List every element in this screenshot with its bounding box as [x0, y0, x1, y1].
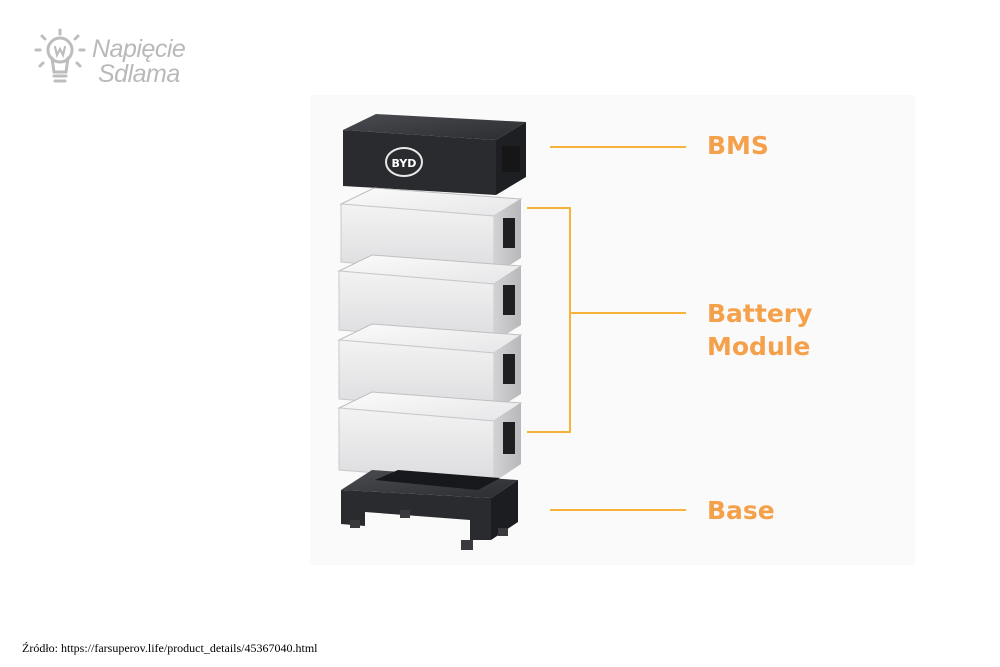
base-unit	[341, 470, 518, 550]
site-logo: Napięcie Sdlama	[30, 28, 210, 92]
battery-module-4	[337, 391, 523, 483]
battery-bracket	[527, 207, 686, 433]
bms-unit: BYD	[343, 114, 526, 195]
battery-label-line-2: Module	[707, 332, 811, 361]
logo-line-2: Sdlama	[98, 60, 180, 88]
base-label: Base	[707, 496, 775, 525]
lightbulb-icon	[34, 28, 86, 83]
source-caption: Źródło: https://farsuperov.life/product_…	[22, 641, 318, 655]
logo-line-1: Napięcie	[92, 35, 186, 63]
battery-label-line-1: Battery	[707, 299, 813, 328]
bms-label: BMS	[707, 131, 769, 160]
bms-badge: BYD	[392, 157, 417, 170]
battery-module-label: Battery Module	[707, 297, 812, 363]
